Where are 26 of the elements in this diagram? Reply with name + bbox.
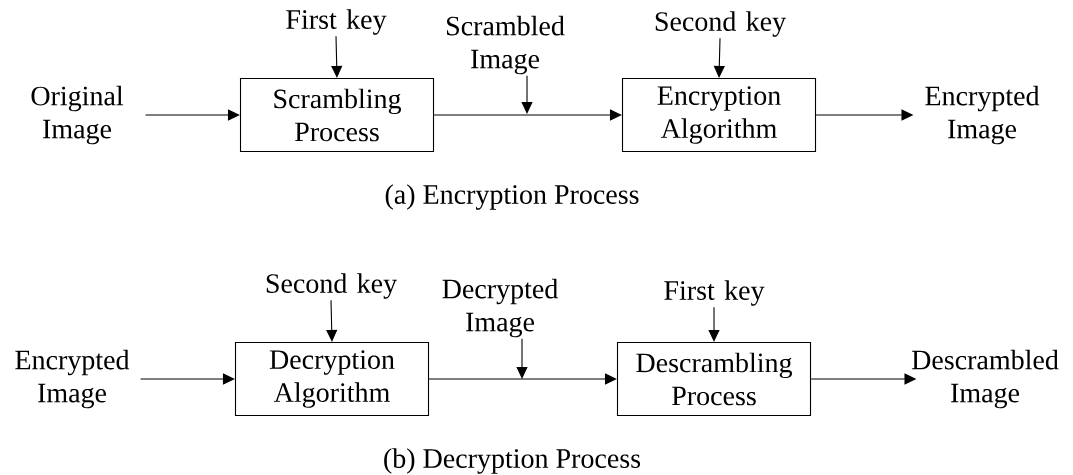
process-box: Decryption Algorithm <box>234 341 430 417</box>
image-label: Encrypted Image <box>15 349 130 409</box>
key-label: First key <box>664 280 765 306</box>
process-box: Descrambling Process <box>616 341 812 417</box>
arrow <box>516 338 528 379</box>
arrow <box>713 37 725 78</box>
arrow <box>433 109 622 121</box>
key-label: First key <box>286 9 387 35</box>
image-label: Encrypted Image <box>925 85 1040 145</box>
arrow <box>140 373 235 385</box>
arrow <box>145 109 240 121</box>
key-label: Second key <box>266 273 397 299</box>
arrow <box>428 373 617 385</box>
image-label: Decrypted Image <box>442 278 558 338</box>
arrow <box>326 299 338 342</box>
image-label: Scrambled Image <box>447 15 565 75</box>
key-label: Second key <box>655 11 786 37</box>
caption: (a) Encryption Process <box>385 184 639 210</box>
process-box: Scrambling Process <box>239 77 435 153</box>
image-label: Descrambled Image <box>911 349 1059 409</box>
process-box: Encryption Algorithm <box>621 77 817 153</box>
arrow <box>708 306 720 342</box>
image-label: Original Image <box>31 85 124 145</box>
caption: (b) Decryption Process <box>384 448 641 474</box>
arrow <box>521 75 533 114</box>
arrow <box>331 35 343 78</box>
